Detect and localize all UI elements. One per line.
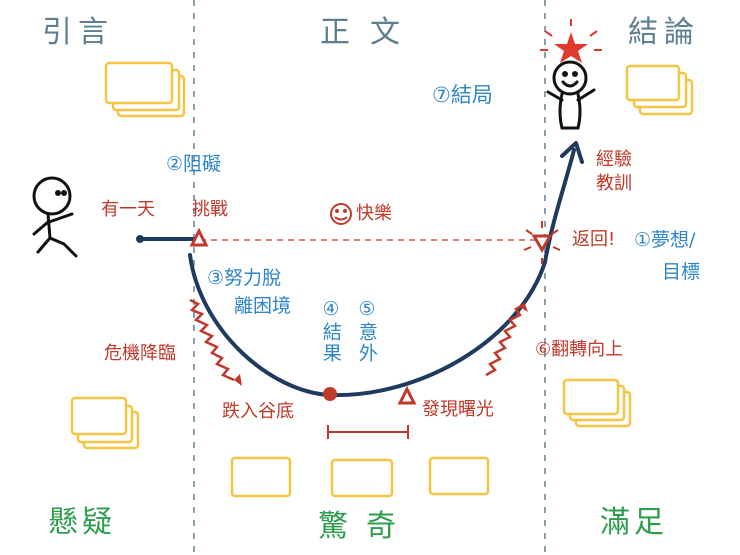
label-goal: 目標 — [662, 261, 701, 283]
label-satisfaction: 滿足 — [600, 505, 668, 540]
label-one-day: 有一天 — [101, 199, 155, 220]
label-challenge: 挑戰 — [192, 199, 228, 220]
label-return: 返回! — [572, 229, 616, 250]
result-dot — [323, 387, 337, 401]
label-suspense: 懸疑 — [48, 505, 116, 540]
crisis-zigzag — [189, 298, 235, 382]
rising-arrow-line — [543, 148, 576, 264]
label-turnaround: ⑥翻轉向上 — [535, 339, 624, 360]
column-title-body: 正文 — [320, 15, 420, 50]
card-stack-conclusion-top — [625, 64, 694, 116]
card-stack-intro-bottom — [70, 396, 140, 450]
return-burst — [523, 221, 561, 264]
happy-person-icon — [546, 60, 596, 130]
label-crisis: 危機降臨 — [104, 343, 176, 364]
label-bottom: 跌入谷底 — [222, 401, 294, 422]
card-stack-intro-top — [104, 61, 186, 118]
column-title-intro: 引言 — [42, 15, 114, 50]
label-accident: ⑤意外 — [355, 298, 378, 364]
range-bracket — [327, 425, 409, 439]
running-person-icon — [32, 176, 78, 258]
challenge-triangle — [189, 227, 209, 247]
label-ending: ⑦結局 — [432, 83, 493, 107]
label-predicament: 離困境 — [234, 295, 292, 317]
label-lesson: 經驗教訓 — [596, 149, 632, 195]
crisis-arrow — [234, 374, 242, 386]
start-dot — [136, 235, 144, 243]
card-body-3 — [428, 456, 490, 496]
turnaround-zigzag — [485, 302, 526, 377]
label-surprise: 驚奇 — [318, 509, 414, 544]
dawn-triangle — [397, 385, 417, 405]
label-dawn: 發現曙光 — [422, 399, 494, 420]
card-body-2 — [330, 458, 394, 498]
label-dream: ①夢想/ — [634, 229, 696, 251]
label-obstacle: ②阻礙 — [166, 153, 222, 175]
arrow-head — [560, 141, 584, 164]
star-burst-icon — [540, 19, 602, 63]
label-result: ④結果 — [319, 298, 342, 364]
card-stack-conclusion-bottom — [562, 378, 632, 428]
label-happy: 快樂 — [356, 203, 392, 224]
label-effort: ③努力脫 — [207, 267, 282, 289]
smiley-icon — [330, 203, 352, 225]
turnaround-arrow — [518, 304, 528, 312]
card-body-1 — [230, 456, 292, 498]
column-title-conclusion: 結論 — [628, 15, 700, 50]
return-triangle — [531, 234, 553, 254]
